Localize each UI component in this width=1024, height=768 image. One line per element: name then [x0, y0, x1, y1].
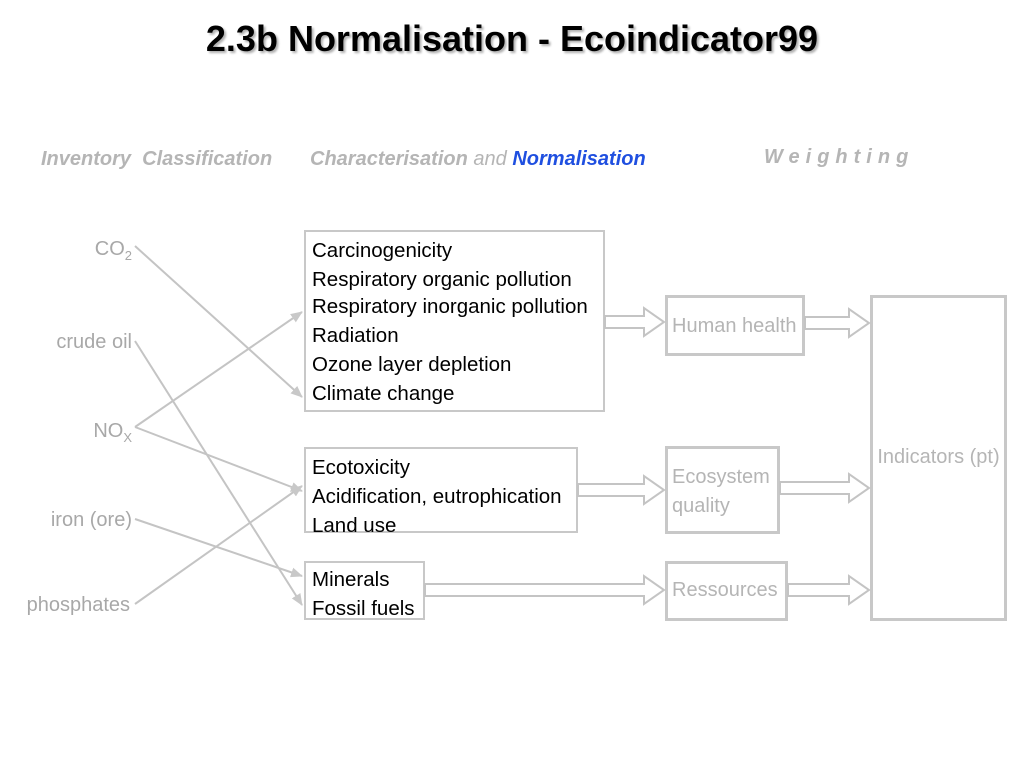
damage-human-health-label: Human health — [672, 315, 797, 337]
nox-label: NO — [93, 420, 124, 442]
category-box-health: Carcinogenicity Respiratory organic poll… — [304, 230, 605, 412]
link-nox-acidification — [134, 426, 303, 492]
inventory-crude-oil: crude oil — [56, 331, 132, 353]
link-co2-climate — [134, 245, 303, 398]
category-land-use: Land use — [312, 514, 397, 537]
stage-inventory-classification: Inventory Classification — [41, 148, 272, 171]
inventory-nox: NOX — [2, 420, 132, 445]
link-crudeoil-fossil — [134, 340, 303, 606]
damage-ressources-label: Ressources — [672, 579, 778, 601]
category-respiratory-inorganic: Respiratory inorganic pollution — [312, 295, 588, 318]
category-acidification: Acidification, eutrophication — [312, 485, 562, 508]
link-iron-minerals — [134, 518, 303, 578]
damage-ecosystem-label-1: Ecosystem — [672, 466, 770, 488]
stage-characterisation: Characterisation — [310, 148, 468, 170]
inventory-co2: CO2 — [2, 238, 132, 263]
page-title: 2.3b Normalisation - Ecoindicator99 — [205, 18, 819, 59]
stage-weighting: Weighting — [764, 146, 915, 168]
category-box-resources: Minerals Fossil fuels — [304, 561, 425, 620]
category-minerals: Minerals — [312, 568, 390, 591]
link-nox-respiratory — [134, 311, 303, 428]
category-ecotoxicity: Ecotoxicity — [312, 456, 410, 479]
stage-normalisation: Normalisation — [512, 148, 646, 170]
category-climate-change: Climate change — [312, 382, 455, 405]
inventory-iron-ore: iron (ore) — [50, 509, 132, 531]
damage-ecosystem-quality: Ecosystem quality — [665, 446, 780, 534]
indicators-box: Indicators (pt) — [870, 295, 1007, 621]
category-respiratory-organic: Respiratory organic pollution — [312, 268, 572, 291]
stage-classification: Classification — [142, 148, 273, 170]
damage-human-health: Human health — [665, 295, 805, 356]
link-phosphates-acidification — [134, 485, 303, 605]
category-ozone: Ozone layer depletion — [312, 353, 512, 376]
stage-and: and — [473, 148, 507, 170]
nox-subscript: X — [123, 430, 132, 445]
co2-label: CO — [94, 238, 125, 260]
inventory-phosphates: phosphates — [26, 594, 130, 616]
co2-subscript: 2 — [124, 248, 132, 263]
category-box-ecosystem: Ecotoxicity Acidification, eutrophicatio… — [304, 447, 578, 537]
category-carcinogenicity: Carcinogenicity — [312, 239, 453, 262]
category-radiation: Radiation — [312, 324, 399, 347]
category-fossil-fuels: Fossil fuels — [312, 597, 415, 620]
indicators-label: Indicators (pt) — [877, 446, 1000, 468]
damage-ecosystem-label-2: quality — [672, 495, 730, 517]
damage-ressources: Ressources — [665, 561, 788, 621]
stage-inventory: Inventory — [41, 148, 132, 170]
stage-characterisation-normalisation: Characterisation and Normalisation — [310, 148, 646, 171]
